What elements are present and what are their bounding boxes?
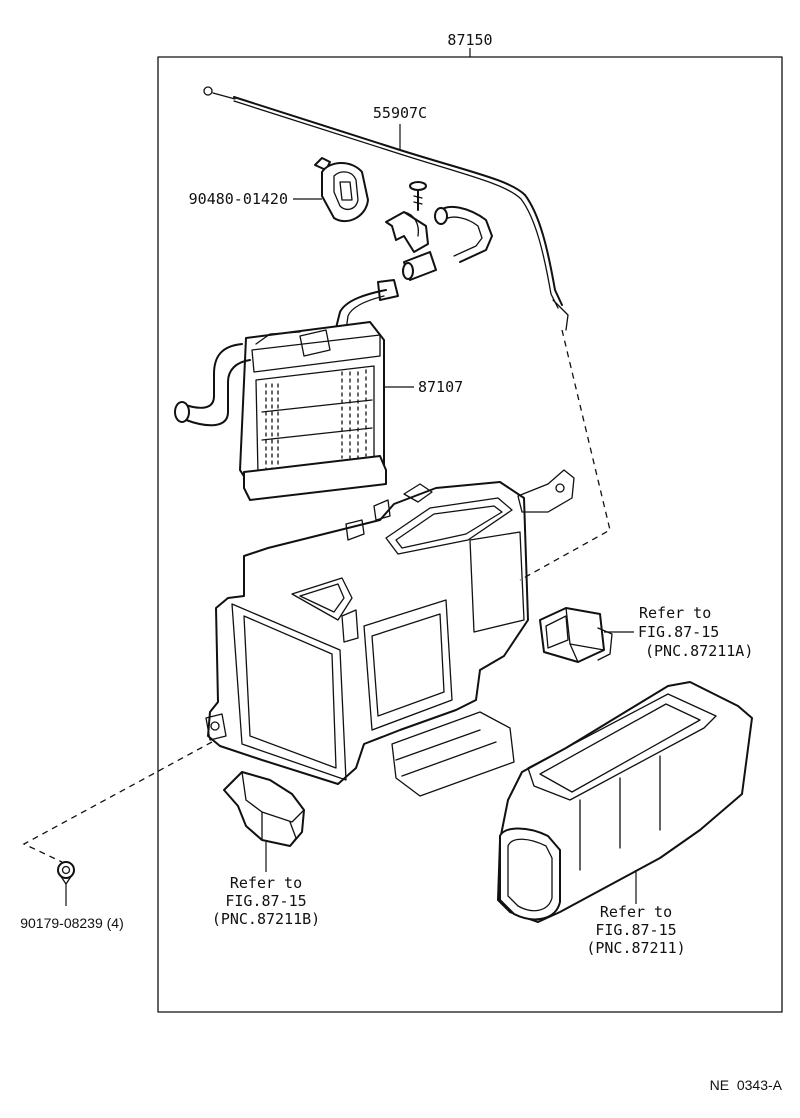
valve-part-number: 90480-01420 [189,190,288,208]
ref-small-duct-line-2: FIG.87-15 [638,623,719,641]
ref-side-duct-line-3: (PNC.87211B) [212,910,320,928]
ref-side-duct-line-2: FIG.87-15 [225,892,306,910]
ref-main-duct-line-3: (PNC.87211) [586,939,685,957]
ref-small-duct-line-3: (PNC.87211A) [645,642,753,660]
ref-side-duct-line-1: Refer to [230,874,302,892]
clip-part-number: 90179-08239 (4) [20,915,124,931]
main-air-duct [497,681,753,923]
clip-dashed-line [22,741,213,863]
heater-core-part-number: 87107 [418,378,463,396]
assembly-part-number: 87150 [447,31,492,49]
ref-main-duct-line-2: FIG.87-15 [595,921,676,939]
heater-unit-case [205,469,575,797]
pipe-clamp [385,211,429,253]
ref-main-duct-line-1: Refer to [600,903,672,921]
cable-dashed-line [519,329,611,581]
screw [409,181,427,211]
cable-part-number: 55907C [373,104,427,122]
clip-fastener [57,861,75,885]
water-hose [335,205,493,331]
water-valve [314,157,369,223]
control-cable [203,86,569,331]
side-duct-part [223,771,305,847]
heater-core [174,321,387,501]
small-duct-part [539,607,613,663]
ref-small-duct-line-1: Refer to [639,604,711,622]
figure-id: NE 0343-A [710,1077,783,1093]
